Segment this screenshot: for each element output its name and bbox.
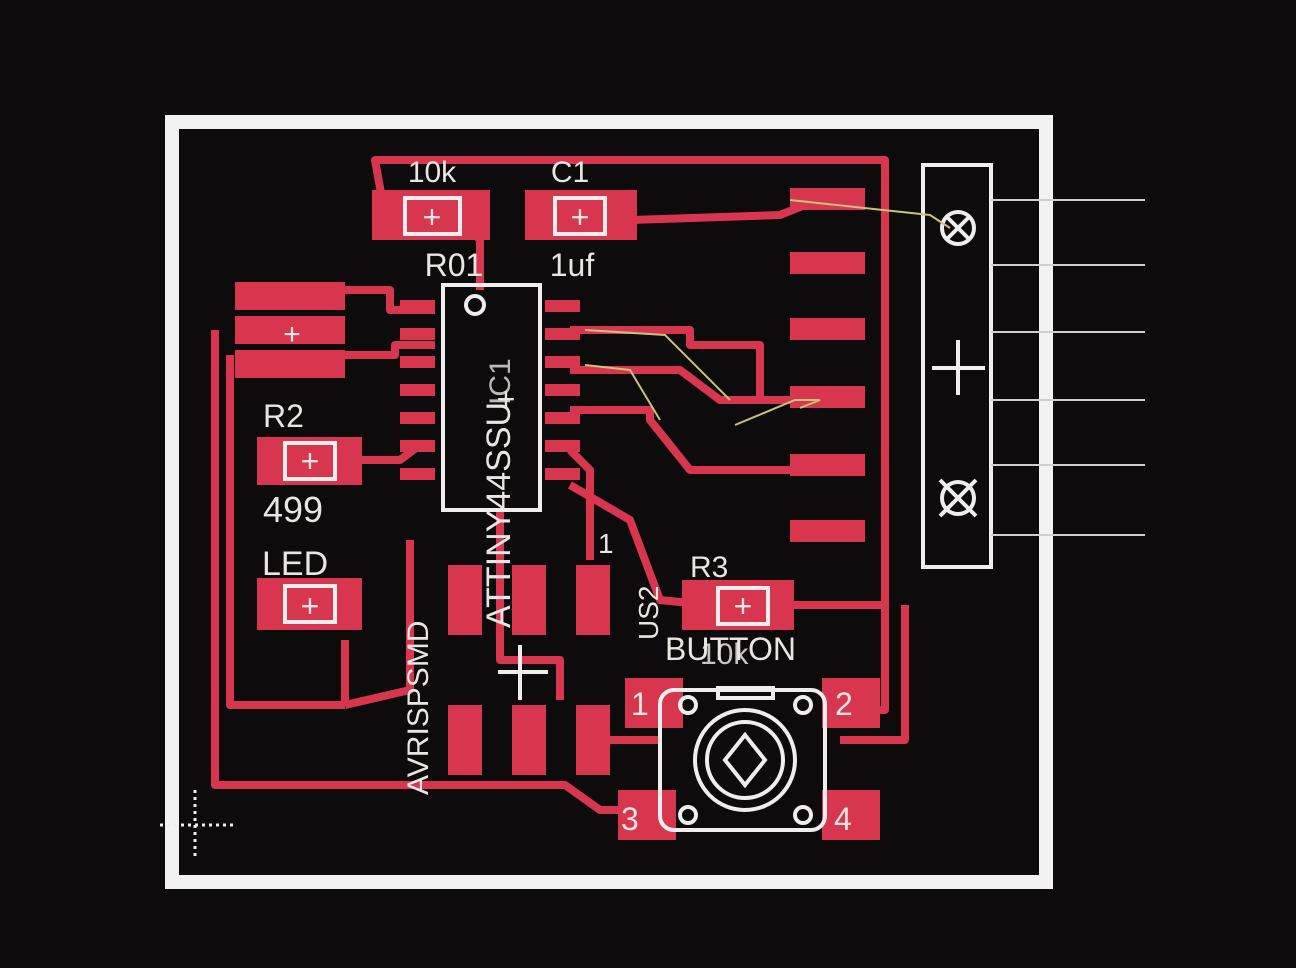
pad-pwr-3 — [235, 350, 345, 378]
r3-silk — [716, 586, 770, 626]
ic-pad-l5 — [400, 412, 435, 424]
button-hole-1 — [678, 695, 698, 715]
ic-pad-r2 — [545, 328, 580, 340]
pad-mark-c1: + — [571, 199, 590, 235]
label-button-name: BUTTON — [665, 631, 796, 667]
ic-pad-l7 — [400, 468, 435, 480]
pad-mark-r01: + — [423, 199, 442, 235]
board-outline — [165, 115, 1053, 889]
label-u2-name: US2 — [633, 586, 664, 640]
label-r2-value: 499 — [263, 489, 323, 530]
part-labels: 10k R01 C1 1uf R2 499 LED R3 10k BUTTON … — [262, 156, 853, 837]
label-r2-name: R2 — [263, 398, 304, 434]
header-symbol-1 — [940, 210, 976, 246]
label-isp-name: AVRISPSMD — [402, 621, 435, 795]
pad-mark-r3: + — [734, 588, 753, 624]
label-r3-value: 10k — [700, 638, 749, 671]
isp-pad-2 — [512, 565, 546, 635]
header-pad-2 — [790, 252, 865, 274]
pad-pwr-1 — [235, 282, 345, 310]
button-hole-3 — [678, 805, 698, 825]
ic-outline — [441, 283, 542, 512]
pad-mark-pwr: + — [283, 318, 301, 351]
label-c1-name: C1 — [551, 156, 589, 189]
copper-pads — [235, 188, 880, 840]
c1-silk — [553, 196, 607, 236]
header-leads — [991, 199, 1145, 536]
isp-pad-5 — [512, 705, 546, 775]
label-btn-pin3: 3 — [621, 801, 639, 837]
ic-pad-l4 — [400, 384, 435, 396]
ic-pad-l3 — [400, 356, 435, 368]
isp-pad-4 — [448, 705, 482, 775]
header-pad-3 — [790, 318, 865, 340]
ic-pad-r4 — [545, 384, 580, 396]
label-r3-name: R3 — [690, 551, 728, 584]
button-top-tab — [716, 686, 775, 700]
ic-pad-r6 — [545, 440, 580, 452]
label-btn-pin2: 2 — [835, 686, 853, 722]
ic-pin1-dot — [464, 294, 486, 316]
header-pad-4 — [790, 386, 865, 408]
header-symbol-3 — [940, 480, 976, 516]
pad-mark-led: + — [301, 588, 320, 624]
pad-pwr-2 — [235, 316, 345, 344]
ic-pad-r5 — [545, 412, 580, 424]
btn-pad-4 — [822, 790, 880, 840]
label-u2-pin1: 1 — [598, 528, 614, 559]
btn-pad-2 — [822, 678, 880, 728]
pad-mark-r2: + — [301, 443, 320, 479]
ic-pad-l6 — [400, 440, 435, 452]
button-outer-circle — [693, 708, 797, 812]
isp-pad-6 — [576, 705, 610, 775]
label-btn-pin4: 4 — [834, 801, 852, 837]
ic-pad-r3 — [545, 356, 580, 368]
label-ic-ref: IC1 — [484, 358, 517, 405]
button-hole-2 — [793, 695, 813, 715]
label-led-name: LED — [262, 545, 328, 583]
ic-pad-r7 — [545, 468, 580, 480]
r2-silk — [283, 441, 337, 481]
origin-cross-marker — [160, 790, 235, 860]
label-btn-pin1: 1 — [631, 686, 649, 722]
silkscreen — [283, 163, 993, 832]
ic-pad-r1 — [545, 300, 580, 312]
pad-markers: + + + + + + + — [283, 199, 752, 624]
button-hole-4 — [793, 805, 813, 825]
r01-silk — [403, 196, 462, 236]
airwires — [584, 199, 951, 426]
header-outline — [921, 163, 993, 569]
header-pad-1 — [790, 188, 865, 210]
label-c1-value: 1uf — [550, 247, 595, 283]
ic-pad-l2 — [400, 328, 435, 340]
btn-pad-3 — [618, 790, 676, 840]
isp-pad-3 — [576, 565, 610, 635]
led-silk — [283, 584, 337, 624]
header-pad-6 — [790, 520, 865, 542]
btn-pad-1 — [625, 678, 683, 728]
isp-pad-1 — [448, 565, 482, 635]
label-r01-value: 10k — [408, 156, 457, 189]
ic-pad-l1 — [400, 300, 435, 312]
header-pad-5 — [790, 454, 865, 476]
pad-mark-ic: + — [497, 381, 516, 417]
label-ic-name: ATTINY44SSU — [480, 402, 518, 628]
button-inner-circle — [705, 720, 785, 800]
button-diamond — [722, 731, 768, 789]
label-r01-name: R01 — [425, 247, 484, 283]
